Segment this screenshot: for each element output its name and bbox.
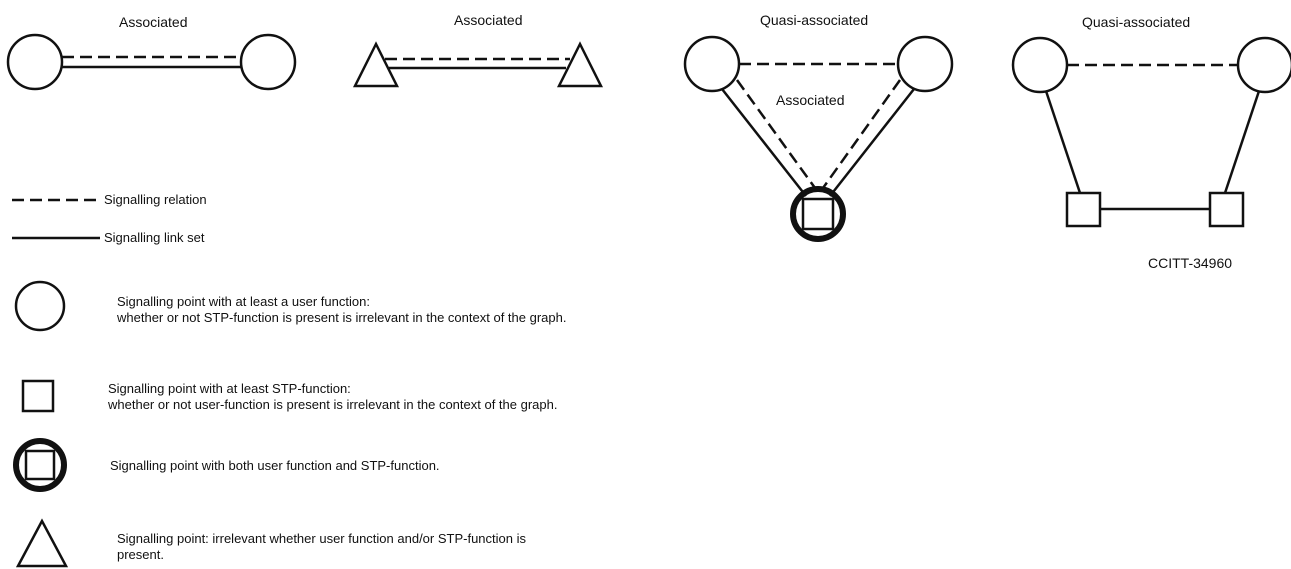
signalling-point-circle	[683, 35, 741, 93]
legend-square-description: Signalling point with at least STP-funct…	[108, 381, 557, 413]
diagram-3-inner-label: Associated	[776, 92, 845, 108]
signalling-relation-line	[821, 79, 902, 189]
signalling-link-set-line	[1223, 90, 1261, 194]
diagram-4-label: Quasi-associated	[1082, 14, 1191, 30]
legend-circle-icon	[14, 280, 66, 332]
diagram-associated-circles	[6, 33, 297, 91]
diagram-associated-triangles	[352, 41, 604, 88]
legend-circle-description: Signalling point with at least a user fu…	[117, 294, 566, 326]
signalling-link-set-line	[721, 88, 807, 197]
legend-circle-line-2: whether or not STP-function is present i…	[117, 310, 567, 325]
diagram-3-label: Quasi-associated	[760, 12, 869, 28]
figure-reference: CCITT-34960	[1148, 255, 1233, 271]
signalling-relation-line	[735, 79, 817, 189]
diagram-quasi-associated-triangle	[683, 35, 954, 242]
legend-both-icon	[13, 438, 67, 492]
legend-triangle-description: Signalling point: irrelevant whether use…	[117, 531, 526, 563]
legend-square-line-2: whether or not user-function is present …	[108, 397, 558, 412]
legend-signalling-link-set-label: Signalling link set	[104, 230, 205, 245]
diagram-quasi-associated-stp	[1011, 36, 1291, 228]
signalling-point-circle	[239, 33, 297, 91]
legend-symbols	[12, 198, 100, 568]
signalling-link-set-line	[1044, 90, 1082, 194]
signalling-point-triangle	[352, 41, 400, 88]
legend-square-line-1: Signalling point with at least STP-funct…	[108, 381, 351, 396]
signalling-point-circle	[1011, 36, 1069, 94]
legend-circle-line-1: Signalling point with at least a user fu…	[117, 294, 370, 309]
signalling-point-circle	[6, 33, 64, 91]
legend-both-description: Signalling point with both user function…	[110, 458, 440, 473]
legend-square-icon	[21, 379, 55, 413]
signalling-link-set-line	[829, 88, 915, 197]
signalling-point-square	[1208, 191, 1245, 228]
diagram-1-label: Associated	[119, 14, 188, 30]
signalling-point-square	[1065, 191, 1102, 228]
legend-triangle-line-2: present.	[117, 547, 164, 562]
legend-triangle-icon	[15, 518, 69, 568]
signalling-point-both	[790, 186, 846, 242]
signalling-point-circle	[896, 35, 954, 93]
legend-signalling-relation-label: Signalling relation	[104, 192, 207, 207]
signalling-point-triangle	[556, 41, 604, 88]
signalling-point-circle	[1236, 36, 1291, 94]
diagram-2-label: Associated	[454, 12, 523, 28]
legend-triangle-line-1: Signalling point: irrelevant whether use…	[117, 531, 526, 546]
